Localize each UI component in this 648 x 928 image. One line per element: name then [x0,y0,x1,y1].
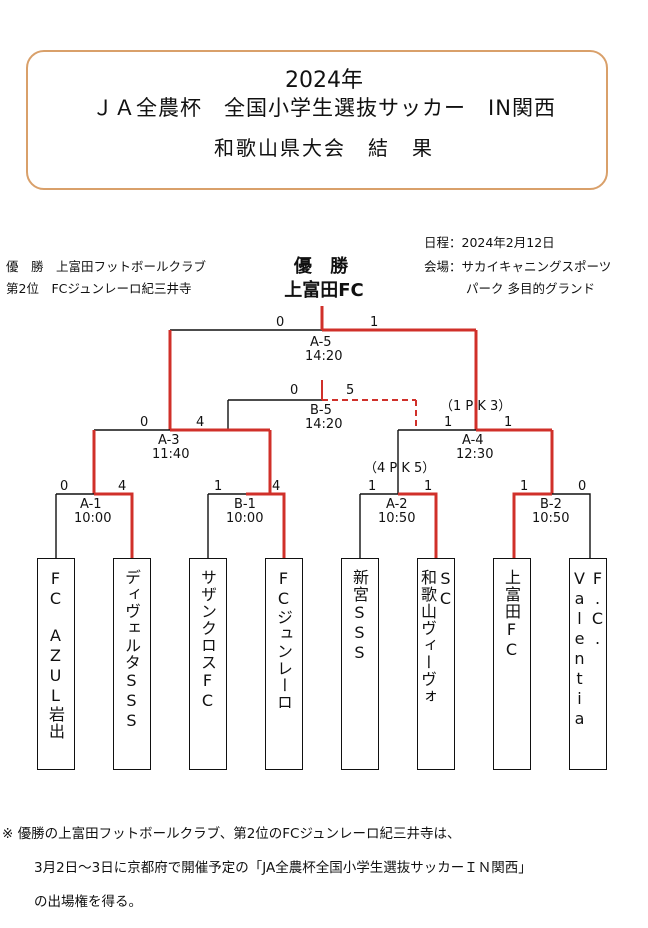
a3-time: 11:40 [152,447,189,462]
team-name-1: FC AZUL岩出 [46,569,65,740]
team-box-3: サザンクロスFC [189,558,227,770]
note-line-2: 3月2日～3日に京都府で開催予定の「JA全農杯全国小学生選抜サッカーＩＮ関西」 [34,860,532,876]
b5-code: B-5 [310,403,332,418]
a2-time: 10:50 [378,511,415,526]
team-name-8: Valentia [570,569,589,729]
team-name-6: 和歌山ヴィーヴォ [418,569,437,705]
b1-score-right: 4 [272,479,280,494]
team-box-8: F.C. Valentia [569,558,607,770]
schedule-date: 日程：2024年2月12日 [424,235,555,250]
team-box-5: 新宮SSS [341,558,379,770]
team-box-2: ディヴェルタSSS [113,558,151,770]
bracket-line [94,492,134,558]
title-year: 2024年 [285,68,363,93]
b1-time: 10:00 [226,511,263,526]
team-box-7: 上富田FC [493,558,531,770]
a4-score-left: 1 [444,415,452,430]
a1-code: A-1 [80,497,102,512]
a4-pk: （1 P K 3） [440,399,511,414]
a2-score-left: 1 [368,479,376,494]
a2-code: A-2 [386,497,408,512]
champion-heading: 優 勝 [293,256,355,277]
b5-score-left: 0 [290,383,298,398]
a1-score-left: 0 [60,479,68,494]
team-name-6-col1: SC [436,569,455,609]
winner-result: 優 勝 上富田フットボールクラブ [6,259,207,274]
b1-score-left: 1 [214,479,222,494]
a5-score-right: 1 [370,315,378,330]
title-frame [26,50,608,190]
note-line-1: ※ 優勝の上富田フットボールクラブ、第2位のFCジュンレーロ紀三井寺は、 [2,826,461,842]
team-box-6: SC 和歌山ヴィーヴォ [417,558,455,770]
venue-line-1: 会場：サカイキャニングスポーツ [424,259,612,274]
team-name-4: FCジュンレーロ [274,569,293,711]
a1-time: 10:00 [74,511,111,526]
a4-score-right: 1 [504,415,512,430]
note-line-3: の出場権を得る。 [34,894,142,910]
b2-score-right: 0 [578,479,586,494]
a4-code: A-4 [462,433,484,448]
a3-score-left: 0 [140,415,148,430]
a1-score-right: 4 [118,479,126,494]
title-subtitle: 和歌山県大会 結 果 [214,136,434,160]
second-result: 第2位 FCジュンレーロ紀三井寺 [6,281,192,296]
team-box-4: FCジュンレーロ [265,558,303,770]
b2-time: 10:50 [532,511,569,526]
team-name-7: 上富田FC [502,569,521,660]
bracket-line [398,492,438,558]
team-name-8-col1: F.C. [588,569,607,649]
a3-code: A-3 [158,433,180,448]
b5-time: 14:20 [305,417,342,432]
b1-code: B-1 [234,497,256,512]
a5-code: A-5 [310,335,332,350]
a5-time: 14:20 [305,349,342,364]
team-name-5: 新宮SSS [350,569,369,663]
team-box-1: FC AZUL岩出 [37,558,75,770]
a5-score-left: 0 [276,315,284,330]
bracket-line [552,493,591,558]
b2-score-left: 1 [520,479,528,494]
champion-team: 上富田FC [284,280,364,301]
title-main: ＪＡ全農杯 全国小学生選抜サッカー IN関西 [92,96,556,120]
a2-pk: （4 P K 5） [364,461,435,476]
a2-score-right: 1 [424,479,432,494]
a4-time: 12:30 [456,447,493,462]
b2-code: B-2 [540,497,562,512]
b5-score-right: 5 [346,383,354,398]
a3-score-right: 4 [196,415,204,430]
team-name-3: サザンクロスFC [198,569,217,711]
venue-line-2: パーク 多目的グランド [466,281,595,296]
team-name-2: ディヴェルタSSS [122,569,141,731]
bracket-line [512,492,552,558]
